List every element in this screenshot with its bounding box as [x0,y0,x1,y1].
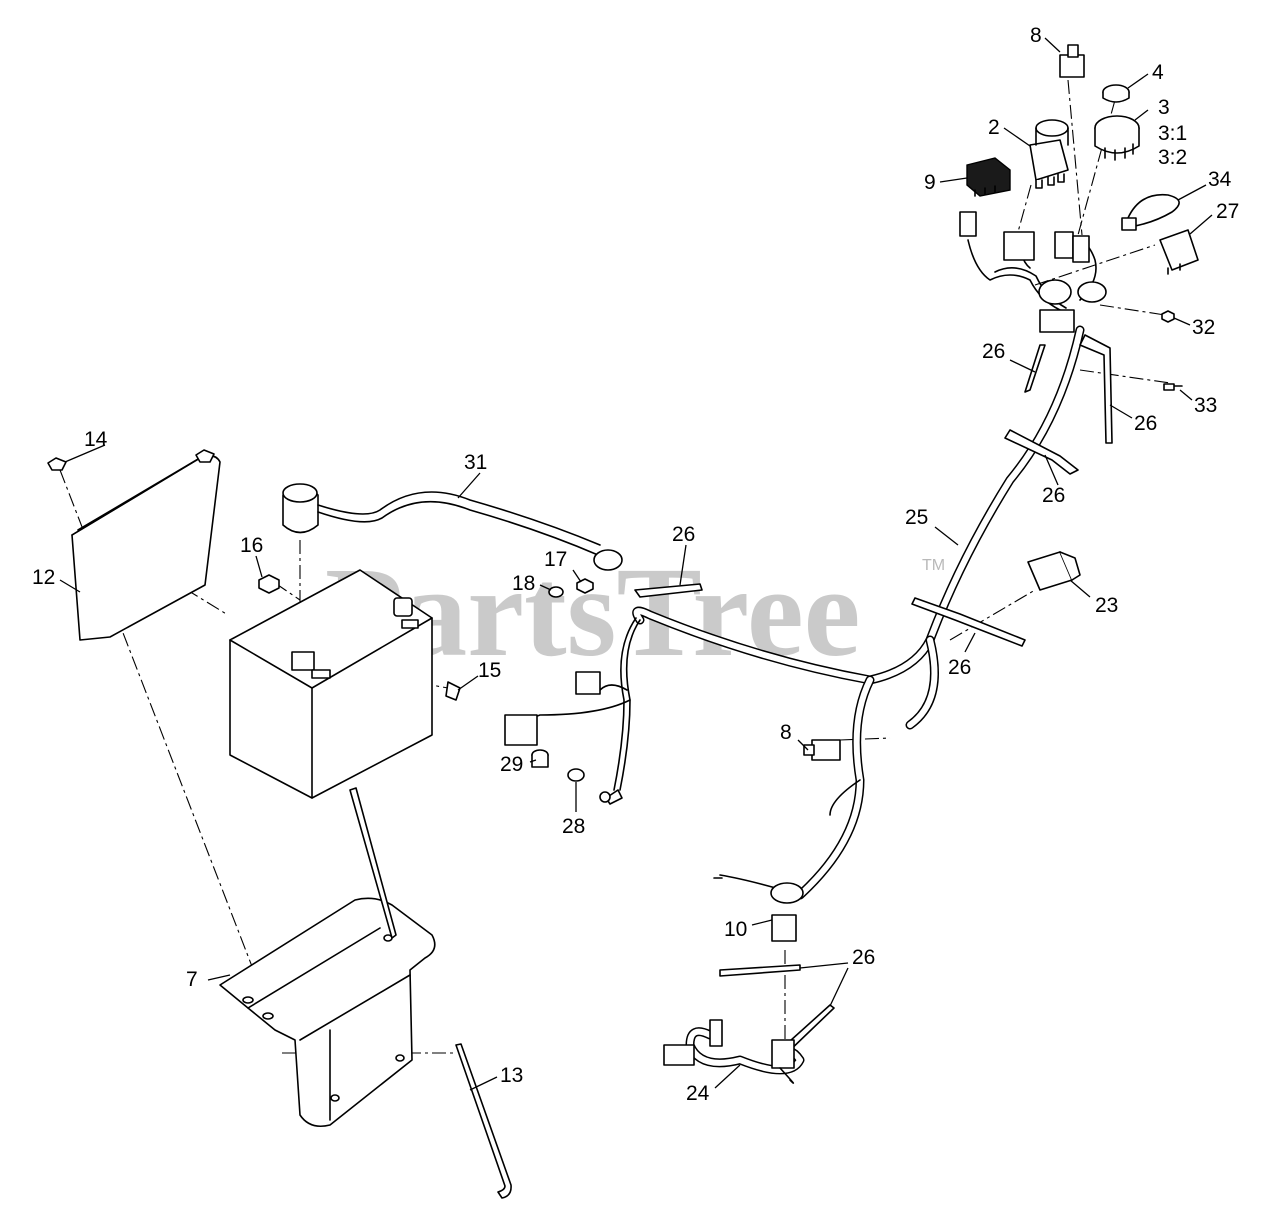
callout-18: 18 [512,572,535,595]
callout-2: 2 [988,116,1000,139]
wing-nut-left [47,457,67,471]
battery-tray [219,897,436,1128]
callout-31: 31 [464,451,487,474]
key-switch [1094,115,1140,161]
relay [1159,229,1199,275]
callout-26-c: 26 [1042,484,1065,507]
callout-3-2: 3:2 [1158,146,1187,169]
leader-lines [59,37,1213,1091]
callouts: 8 4 3 3:1 3:2 2 9 34 27 32 33 26 26 26 2… [32,24,1239,1105]
callout-8-top: 8 [1030,24,1042,47]
wing-nut-right [195,449,215,463]
clamp [1121,193,1180,231]
connector-23 [1027,551,1081,591]
cable-washer [548,586,564,598]
terminal-nut [258,574,280,594]
callout-26-a: 26 [982,340,1005,363]
callout-34: 34 [1208,168,1232,191]
callout-8-mid: 8 [780,721,792,744]
callout-24: 24 [686,1082,710,1105]
callout-26-b: 26 [1134,412,1157,435]
callout-7: 7 [186,968,198,991]
j-bolt [455,1043,512,1199]
callout-3-1: 3:1 [1158,122,1187,145]
callout-28: 28 [562,815,585,838]
hold-down-rod [349,787,397,939]
callout-17: 17 [544,548,567,571]
callout-3: 3 [1158,96,1170,119]
cable-nut [576,578,594,594]
washer-28 [567,768,585,782]
callout-16: 16 [240,534,263,557]
switch-2 [1029,119,1069,189]
callout-26-f: 26 [852,946,875,969]
callout-10: 10 [724,918,747,941]
callout-12: 12 [32,566,55,589]
lower-harness [663,1019,805,1084]
callout-26-e: 26 [672,523,695,546]
screw-33 [1163,383,1183,391]
terminal-bolt [445,681,461,701]
callout-23: 23 [1095,594,1118,617]
battery [229,569,433,799]
callout-26-d: 26 [948,656,971,679]
switch-9 [966,157,1011,197]
bolt-29 [531,749,549,768]
callout-25: 25 [905,506,928,529]
callout-29: 29 [500,753,523,776]
callout-15: 15 [478,659,501,682]
key-switch-cap [1102,84,1130,103]
connector-8-top [1059,44,1085,78]
harness-connectors-left [504,671,623,805]
callout-9: 9 [924,171,936,194]
connector-8-mid [803,739,841,761]
battery-cover [71,454,221,641]
watermark-tm: TM [922,557,945,574]
callout-32: 32 [1192,316,1215,339]
upper-harness-branch [959,211,1107,333]
callout-4: 4 [1152,61,1164,84]
callout-14: 14 [84,428,108,451]
battery-cable [282,483,623,571]
nut-32 [1161,310,1175,323]
grommet-connector [713,877,797,942]
main-wire-harness [519,325,1085,904]
callout-33: 33 [1194,394,1217,417]
callout-13: 13 [500,1064,523,1087]
callout-27: 27 [1216,200,1239,223]
